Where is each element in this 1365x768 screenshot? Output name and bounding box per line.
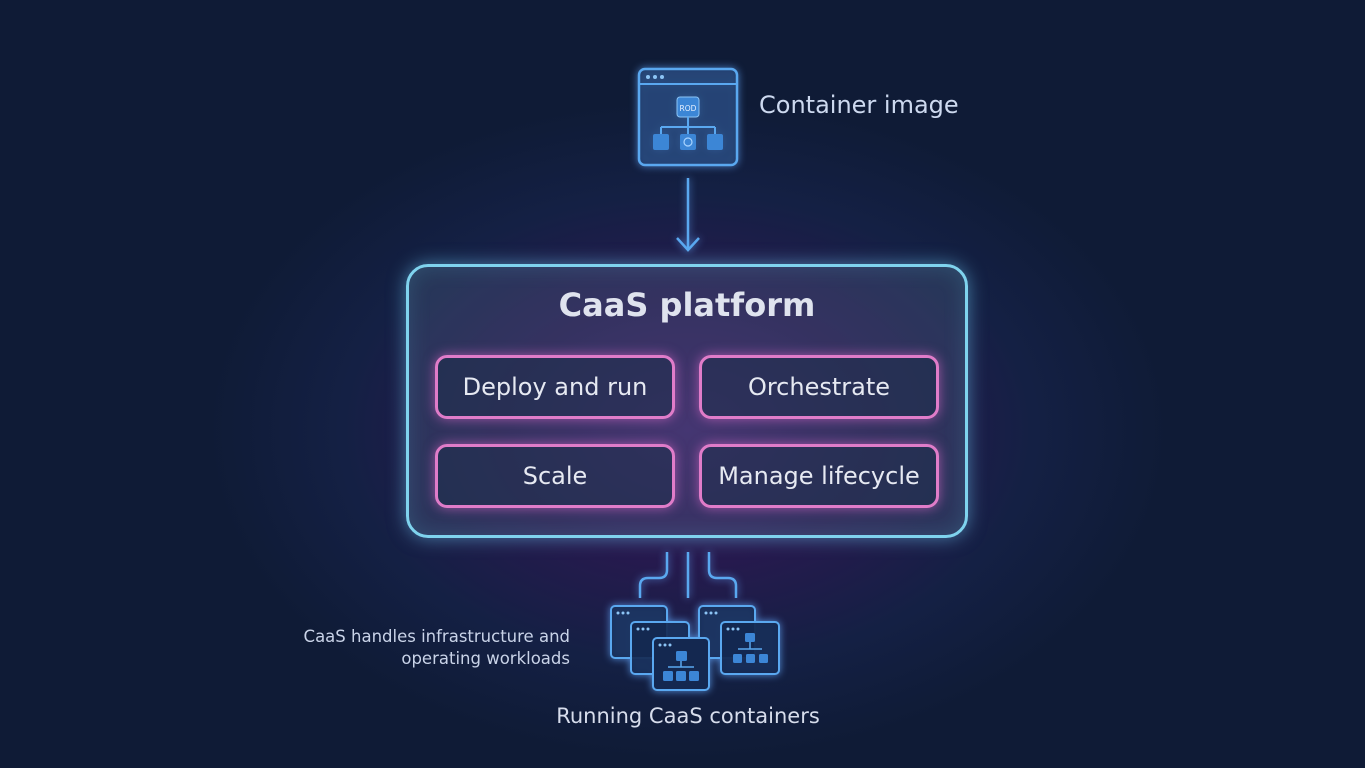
caas-note: CaaS handles infrastructure and operatin… — [303, 627, 570, 668]
running-containers-label: Running CaaS containers — [556, 704, 820, 728]
arrow-down-icon — [676, 178, 700, 252]
container-image-icon: ROD — [637, 67, 739, 167]
output-connectors — [638, 552, 738, 598]
capability-deploy-and-run: Deploy and run — [435, 355, 675, 419]
capability-manage-lifecycle: Manage lifecycle — [699, 444, 939, 508]
container-image-label: Container image — [759, 91, 959, 119]
capability-scale: Scale — [435, 444, 675, 508]
capability-orchestrate: Orchestrate — [699, 355, 939, 419]
platform-title: CaaS platform — [558, 286, 816, 324]
containers-stack-icon — [610, 605, 780, 691]
icon-badge-text: ROD — [680, 104, 697, 113]
